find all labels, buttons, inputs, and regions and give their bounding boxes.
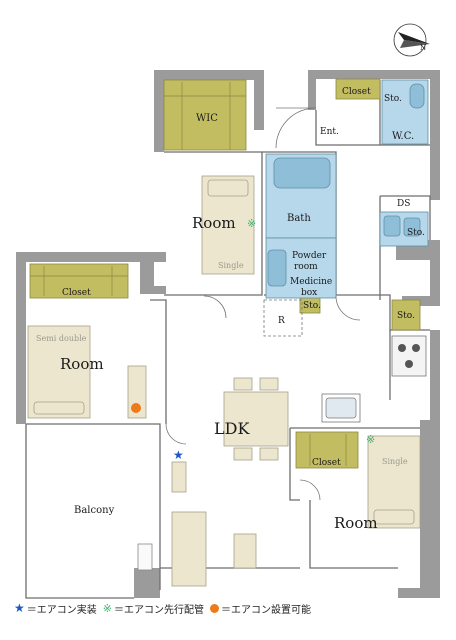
furniture [127, 365, 289, 587]
star-icon: ★ [14, 601, 25, 615]
storage-powder-label: Sto. [303, 301, 321, 311]
single-north-label: Single [218, 261, 244, 270]
fixtures [267, 83, 425, 287]
room-north-label: Room [192, 214, 236, 232]
legend-item-piping: ※ ＝エアコン先行配管 [103, 601, 204, 616]
orange-dot-icon [209, 603, 219, 613]
closet-details [30, 82, 347, 466]
bed-details [33, 179, 415, 525]
closet-south-label: Closet [312, 458, 341, 468]
walls [16, 70, 440, 598]
aircon-pipe-marker-south: ※ [366, 433, 375, 446]
legend-text-piping: ＝エアコン先行配管 [113, 604, 204, 616]
legend-text-possible: ＝エアコン設置可能 [220, 604, 311, 616]
entrance-label: Ent. [320, 127, 339, 137]
aircon-pipe-marker-north: ※ [247, 217, 256, 230]
wet-areas [265, 79, 429, 299]
storage-top-label: Sto. [384, 94, 402, 104]
ldk-label: LDK [214, 419, 250, 438]
room-south-label: Room [334, 514, 378, 532]
sink [321, 393, 361, 423]
wc-label: W.C. [392, 131, 414, 142]
aircon-installed-marker: ★ [173, 448, 184, 462]
interior-walls [25, 80, 431, 599]
legend-text-installed: ＝エアコン実装 [26, 604, 97, 616]
aircon-possible-marker [131, 403, 141, 413]
legend-item-possible: ＝エアコン設置可能 [209, 601, 311, 616]
stove [391, 335, 427, 377]
refrigerator-label: R [278, 316, 285, 326]
storage-ds-label: Sto. [407, 228, 425, 238]
north-label: N [420, 44, 426, 52]
north-arrow [393, 23, 430, 57]
wic-label: WIC [196, 113, 218, 124]
balcony-label: Balcony [74, 505, 115, 516]
closet-west-label: Closet [62, 288, 91, 298]
room-west-label: Room [60, 355, 104, 373]
legend-item-installed: ★ ＝エアコン実装 [14, 601, 97, 616]
legend: ★ ＝エアコン実装 ※ ＝エアコン先行配管 ＝エアコン設置可能 [14, 599, 311, 617]
storage-kitchen-label: Sto. [397, 311, 415, 321]
ds-label: DS [397, 199, 410, 209]
closet-top-label: Closet [342, 87, 371, 97]
asterisk-icon: ※ [102, 601, 112, 615]
doors [165, 107, 361, 501]
single-south-label: Single [382, 457, 408, 466]
semi-double-label: Semi double [36, 334, 87, 343]
bath-label: Bath [287, 213, 311, 224]
beds [27, 175, 421, 529]
